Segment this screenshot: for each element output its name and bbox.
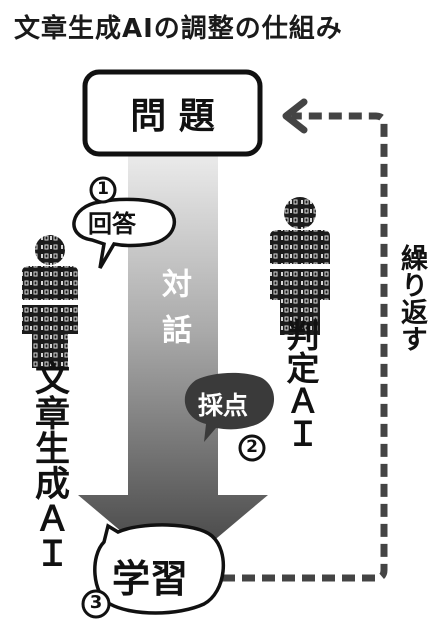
answer-bubble [72,197,176,269]
diagram-title: 文章生成AIの調整の仕組み [14,14,343,44]
learn-bubble [93,523,226,615]
score-bubble [184,372,275,442]
dialogue-arrow [78,135,268,575]
generator-ai-label: 文章生成ＡＩ [29,360,70,570]
learn-step-number: 3 [89,592,103,613]
problem-label: 問 題 [130,96,215,137]
learn-label: 学習 [112,556,189,601]
answer-step-badge [89,176,117,204]
score-step-number: 2 [246,437,258,457]
judge-ai-figure-icon [270,197,330,335]
score-step-badge [238,434,266,462]
learn-step-badge [81,589,111,619]
repeat-label: 繰り返す [396,244,427,352]
judge-ai-label: 判定ＡＩ [281,318,320,450]
repeat-arrowhead [282,98,308,134]
repeat-loop-line [222,112,388,582]
answer-step-number: 1 [97,179,109,199]
problem-box [82,69,263,157]
generator-ai-figure-icon [22,235,78,368]
score-label: 採点 [198,391,249,420]
dialogue-label: 対話 [156,268,191,360]
answer-label: 回答 [88,209,136,238]
